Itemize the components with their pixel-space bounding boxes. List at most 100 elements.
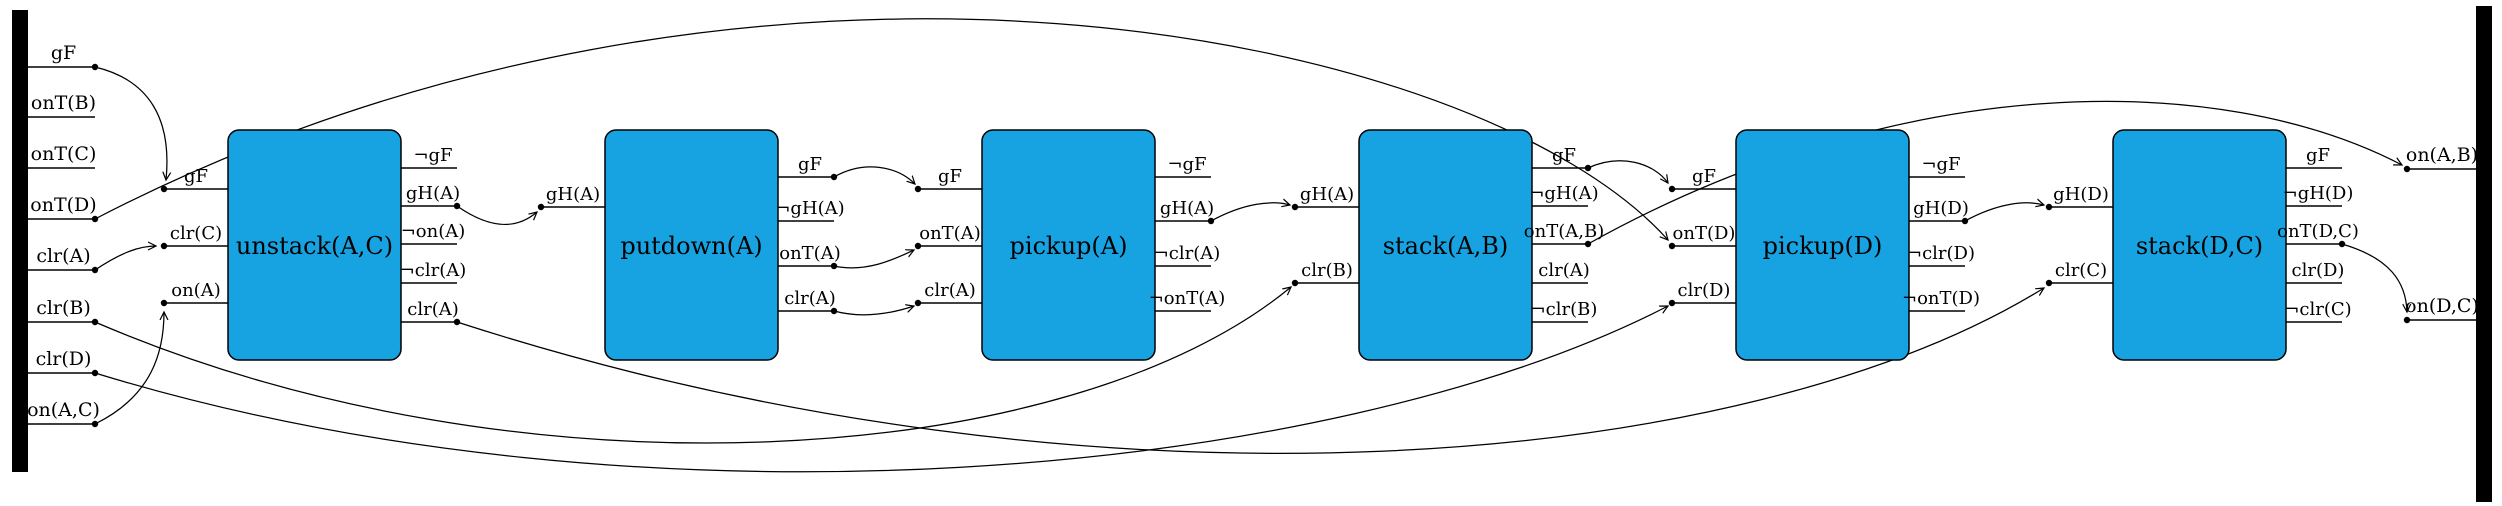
output-port-label: gH(A) [1160, 198, 1214, 219]
goal-fact-label: on(D,C) [2405, 295, 2479, 317]
connection-dot [91, 215, 99, 223]
causal-link-edge [94, 246, 156, 271]
action-box [1358, 129, 1533, 361]
output-port-label: ¬clr(C) [2284, 299, 2351, 320]
initial-state-bar [12, 10, 28, 472]
connection-dot [2045, 279, 2053, 287]
initial-fact-label: clr(A) [36, 245, 90, 267]
causal-link-edge [94, 312, 164, 425]
output-port-label: ¬clr(A) [1154, 243, 1221, 264]
connection-dot [2338, 240, 2346, 248]
input-port-label: gF [1692, 166, 1716, 187]
output-port-label: gF [798, 154, 822, 175]
input-port-label: clr(C) [170, 223, 222, 244]
initial-fact-label: clr(B) [36, 297, 91, 319]
action-box [1735, 129, 1910, 361]
initial-fact-label: onT(B) [31, 92, 96, 114]
output-port-label: ¬clr(D) [1907, 243, 1975, 264]
connection-dot [453, 202, 461, 210]
output-port-label: ¬on(A) [401, 221, 466, 242]
action-boxes-layer: unstack(A,C) gF clr(C) on(A) ¬gF gH(A) ¬on(A) ¬… [164, 129, 2359, 361]
action-box [981, 129, 1156, 361]
initial-fact-label: onT(D) [30, 194, 96, 216]
connection-dot [830, 307, 838, 315]
input-port-label: onT(A) [919, 223, 980, 244]
connection-dot [91, 420, 99, 428]
connection-dot [914, 185, 922, 193]
action-title: stack(D,C) [2136, 232, 2263, 260]
output-port-label: ¬clr(A) [400, 260, 467, 281]
initial-fact-label: gF [51, 42, 76, 64]
connection-dot [2403, 165, 2411, 173]
action-title: stack(A,B) [1383, 232, 1509, 260]
causal-links-layer [94, 18, 2407, 473]
output-port-label: gF [2306, 145, 2330, 166]
causal-link-edge [456, 288, 2044, 454]
connection-dot [1291, 279, 1299, 287]
connection-dot [1668, 242, 1676, 250]
action-title: unstack(A,C) [236, 232, 393, 260]
connection-dot [1584, 164, 1592, 172]
causal-link-edge [833, 250, 914, 269]
action-box [227, 129, 402, 361]
connection-dot [91, 63, 99, 71]
action-title: pickup(D) [1763, 232, 1883, 260]
connection-dots-layer [91, 63, 2411, 428]
connection-dot [453, 318, 461, 326]
output-port-label: ¬gF [1167, 154, 1206, 175]
connection-dot [830, 262, 838, 270]
connection-dot [91, 318, 99, 326]
output-port-label: gF [1552, 145, 1576, 166]
causal-link-edge [2341, 243, 2407, 312]
connection-dot [1584, 240, 1592, 248]
action-box [604, 129, 779, 361]
output-port-label: ¬gF [413, 145, 452, 166]
output-port-label: ¬onT(A) [1149, 288, 1226, 309]
causal-link-edge [94, 287, 1291, 444]
goal-fact-label: on(A,B) [2406, 144, 2478, 166]
connection-dot [1668, 185, 1676, 193]
output-port-label: clr(A) [407, 299, 459, 320]
connection-dot [160, 242, 168, 250]
initial-fact-label: on(A,C) [27, 399, 100, 421]
action-title: pickup(A) [1010, 232, 1128, 260]
input-port-label: gH(A) [1300, 184, 1354, 205]
causal-link-edge [833, 306, 914, 316]
input-port-label: clr(D) [1678, 280, 1731, 301]
connection-dot [91, 369, 99, 377]
connection-dot [91, 266, 99, 274]
causal-link-edge [1964, 203, 2044, 222]
output-port-label: gH(D) [1913, 198, 1969, 219]
output-port-label: onT(A) [779, 243, 840, 264]
output-port-label: clr(A) [1538, 260, 1590, 281]
output-port-label: onT(A,B) [1524, 221, 1604, 242]
output-port-label: ¬clr(B) [1531, 299, 1598, 320]
state-bars-layer: gF onT(B) onT(C) onT(D) clr(A) clr(B) clr(D) on… [12, 6, 2492, 502]
output-port-label: ¬gH(D) [2283, 183, 2354, 204]
connection-dot [1668, 299, 1676, 307]
causal-link-edge [1587, 100, 2402, 245]
causal-link-edge [94, 306, 1668, 473]
connection-dot [2403, 316, 2411, 324]
connection-dot [537, 203, 545, 211]
connection-dot [160, 299, 168, 307]
connection-dot [2045, 203, 2053, 211]
output-port-label: onT(D,C) [2277, 221, 2359, 242]
input-port-label: gH(A) [546, 184, 600, 205]
connection-dot [914, 299, 922, 307]
causal-link-edge [94, 18, 1668, 240]
input-port-label: gF [938, 166, 962, 187]
initial-fact-label: onT(C) [31, 143, 97, 165]
causal-link-edge [1210, 203, 1290, 222]
action-box [2112, 129, 2287, 361]
input-port-label: clr(C) [2055, 260, 2107, 281]
output-port-label: clr(A) [784, 288, 836, 309]
causal-link-edge [1587, 160, 1668, 183]
initial-fact-label: clr(D) [36, 348, 92, 370]
output-port-label: ¬onT(D) [1902, 288, 1980, 309]
connection-dot [1291, 203, 1299, 211]
connection-dot [830, 173, 838, 181]
input-port-label: gH(D) [2053, 184, 2109, 205]
input-port-label: on(A) [171, 280, 220, 301]
